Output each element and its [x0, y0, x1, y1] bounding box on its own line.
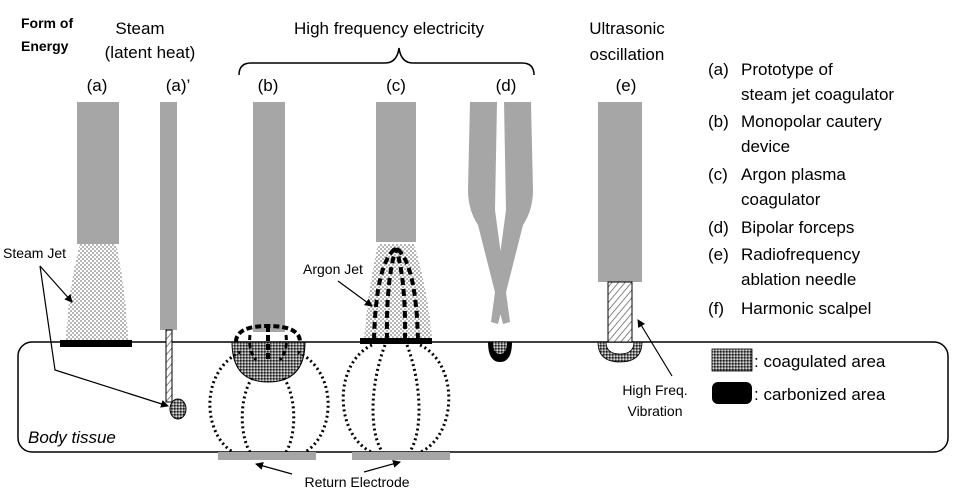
return-electrode-arrow-left — [255, 462, 293, 475]
device-b-electrode — [253, 102, 285, 332]
body-tissue-box — [17, 341, 949, 453]
steam-jet-arrow-1 — [39, 265, 73, 303]
device-a-steam-plume — [66, 244, 128, 342]
argon-jet-arrow — [337, 280, 373, 307]
device-c-field-line-3 — [405, 344, 421, 457]
argon-jet-label: Argon Jet — [303, 261, 363, 277]
legend-carbonized-text: : carbonized area — [754, 385, 886, 404]
device-b-monopolar-cautery — [208, 102, 330, 460]
device-b-inner-arc-right — [278, 334, 288, 361]
legend-carbonized-swatch — [712, 382, 752, 404]
device-c-probe — [376, 102, 416, 242]
device-c-coagulated-strip — [360, 338, 432, 344]
hf-curly-brace — [238, 47, 535, 76]
return-electrode-label: Return Electrode — [304, 474, 409, 490]
device-legend-list: (a) Prototype of steam jet coagulator (b… — [708, 60, 894, 318]
device-a-steam-jet-coagulator — [60, 102, 132, 347]
device-a-prime-coagulated-spot — [169, 398, 187, 420]
legend-text-b: Monopolar cautery — [741, 112, 882, 131]
device-e-probe-body — [598, 102, 642, 282]
device-c-arc-2 — [384, 247, 398, 341]
legend-text-e: Radiofrequency — [741, 245, 861, 264]
legend-coagulated-swatch — [711, 348, 753, 372]
legend-key-c: (c) — [708, 165, 728, 184]
device-e-vibrating-tip — [607, 281, 633, 343]
device-c-field-line-2 — [371, 344, 387, 457]
device-e-ultrasonic-probe — [597, 102, 643, 363]
legend-text-a-line2: steam jet coagulator — [741, 85, 894, 104]
device-b-inner-arc-left — [248, 334, 258, 361]
body-tissue-label: Body tissue — [28, 428, 116, 447]
device-label-e: (e) — [616, 76, 637, 95]
legend-key-a: (a) — [708, 60, 729, 79]
device-c-arc-4 — [394, 246, 420, 341]
device-label-d: (d) — [496, 76, 517, 95]
legend-coagulated-text: : coagulated area — [754, 352, 886, 371]
device-c-return-electrode — [352, 452, 450, 460]
device-c-field-line-4 — [411, 343, 451, 457]
steam-jet-arrow-2 — [39, 265, 169, 408]
device-c-field-line-1 — [341, 343, 381, 457]
steam-header: Steam — [115, 19, 164, 38]
device-b-field-line-3 — [282, 377, 296, 456]
return-electrode-arrow-right — [363, 460, 401, 473]
legend-key-b: (b) — [708, 112, 729, 131]
device-b-field-line-1 — [208, 350, 241, 457]
device-label-c: (c) — [386, 76, 406, 95]
hf-vibration-label-line2: Vibration — [627, 403, 682, 419]
device-label-b: (b) — [258, 76, 279, 95]
device-a-coagulated-strip — [60, 340, 132, 347]
ultrasonic-header: Ultrasonic — [589, 19, 665, 38]
legend-text-a: Prototype of — [741, 60, 833, 79]
legend-text-d: Bipolar forceps — [741, 218, 854, 237]
device-label-a: (a) — [87, 76, 108, 95]
steam-header-line2: (latent heat) — [105, 43, 196, 62]
device-e-coagulated-area — [597, 341, 643, 363]
device-b-field-line-4 — [297, 350, 330, 457]
legend-text-c-line2: coagulator — [741, 190, 821, 209]
legend-text-b-line2: device — [741, 137, 790, 156]
form-of-energy-label: Form of — [21, 15, 73, 31]
ultrasonic-header-line2: oscillation — [590, 45, 665, 64]
device-a-prime-needle-tip — [165, 329, 173, 403]
device-d-bipolar-forceps — [468, 102, 533, 362]
legend-key-f: (f) — [708, 299, 724, 318]
legend-key-d: (d) — [708, 218, 729, 237]
device-label-a-prime: (a)’ — [166, 76, 191, 95]
device-c-argon-plasma-coagulator — [341, 102, 451, 460]
device-c-arc-3 — [394, 247, 408, 341]
device-d-forceps-right-jaw — [491, 102, 533, 324]
device-b-return-electrode — [218, 452, 316, 460]
device-c-arc-1 — [372, 246, 398, 341]
device-b-field-line-2 — [240, 377, 254, 456]
hf-vibration-arrow — [637, 319, 673, 377]
device-a-probe — [77, 102, 119, 244]
legend-key-e: (e) — [708, 245, 729, 264]
device-d-coagulated-area — [493, 342, 507, 354]
hf-vibration-label: High Freq. — [622, 382, 687, 398]
hf-electricity-header: High frequency electricity — [294, 19, 484, 38]
steam-jet-label: Steam Jet — [3, 245, 66, 261]
device-a-prime-needle — [160, 102, 177, 330]
legend-text-c: Argon plasma — [741, 165, 846, 184]
legend-text-e-line2: ablation needle — [741, 270, 856, 289]
form-of-energy-label-line2: Energy — [21, 38, 69, 54]
legend-text-f: Harmonic scalpel — [741, 299, 871, 318]
device-a-prime-steam-needle — [160, 102, 187, 420]
